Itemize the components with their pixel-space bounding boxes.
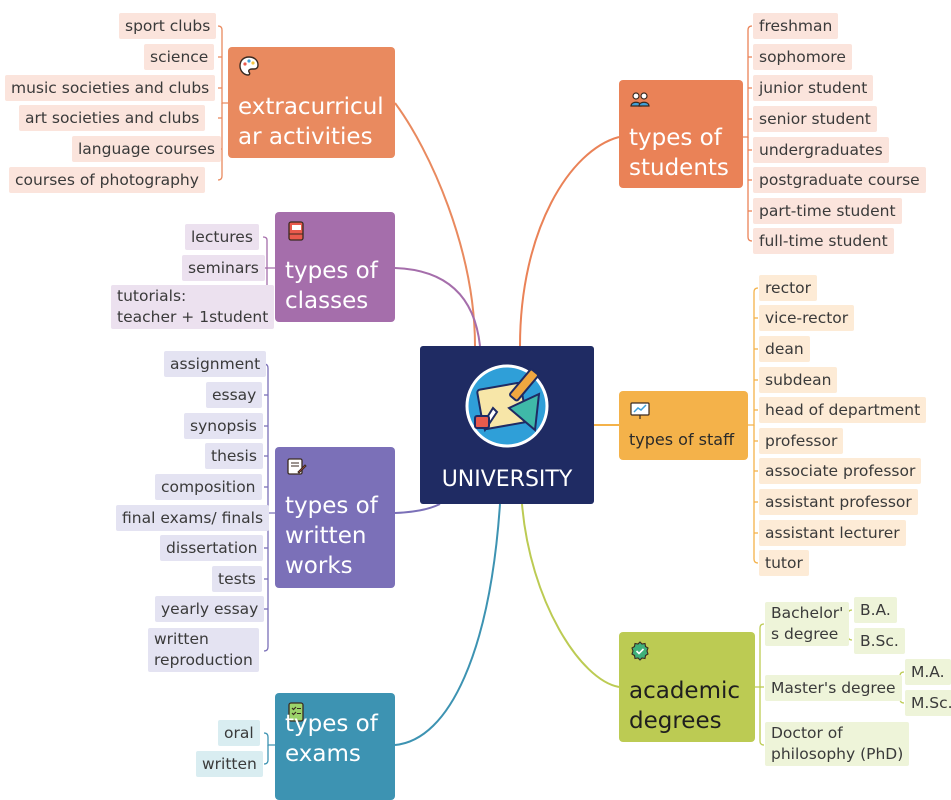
leaf-synopsis[interactable]: synopsis	[184, 413, 263, 439]
leaf-undergraduates[interactable]: undergraduates	[753, 137, 889, 163]
leaf-final-exams[interactable]: final exams/ finals	[116, 505, 270, 531]
branch-staff[interactable]: types of staff	[619, 391, 748, 460]
leaf-essay[interactable]: essay	[206, 382, 263, 408]
leaf-msc[interactable]: M.Sc.	[905, 690, 951, 716]
leaf-photography-courses[interactable]: courses of photography	[9, 167, 205, 193]
branch-exams[interactable]: types of exams	[275, 693, 395, 800]
leaf-dissertation[interactable]: dissertation	[160, 535, 264, 561]
connector-classes	[394, 267, 481, 347]
branch-title: types of classes	[285, 258, 378, 314]
connector-extracurricular	[394, 102, 476, 347]
connector-written	[394, 503, 441, 514]
connector-degrees	[521, 503, 620, 688]
leaf-seminars[interactable]: seminars	[182, 255, 265, 281]
leaf-tutorials[interactable]: tutorials: teacher + 1student	[111, 285, 275, 329]
leaf-senior-student[interactable]: senior student	[753, 106, 877, 132]
notebook-icon	[288, 221, 304, 241]
leaf-assistant-lecturer[interactable]: assistant lecturer	[759, 520, 906, 546]
leaf-junior-student[interactable]: junior student	[753, 75, 874, 101]
connector-students	[519, 136, 620, 347]
leaf-language-courses[interactable]: language courses	[72, 136, 221, 162]
branch-title: extracurricul ar activities	[238, 94, 384, 150]
leaf-ma[interactable]: M.A.	[905, 659, 951, 685]
leaf-head-of-department[interactable]: head of department	[759, 397, 927, 423]
leaf-oral[interactable]: oral	[218, 720, 260, 746]
stationery-icon	[465, 364, 549, 448]
leaf-masters-degree[interactable]: Master's degree	[765, 675, 902, 701]
branch-title: types of exams	[285, 711, 378, 767]
leaf-bsc[interactable]: B.Sc.	[854, 628, 905, 654]
presentation-icon	[630, 402, 650, 419]
leaf-tutor[interactable]: tutor	[759, 550, 809, 576]
branch-title: types of students	[629, 125, 729, 181]
leaf-ba[interactable]: B.A.	[854, 597, 897, 623]
leaf-postgraduate-course[interactable]: postgraduate course	[753, 167, 926, 193]
leaf-thesis[interactable]: thesis	[205, 443, 263, 469]
branch-students[interactable]: types of students	[619, 80, 743, 188]
leaf-sophomore[interactable]: sophomore	[753, 44, 852, 70]
leaf-composition[interactable]: composition	[155, 474, 262, 500]
branch-written-works[interactable]: types of written works	[275, 447, 395, 588]
leaf-dean[interactable]: dean	[759, 336, 810, 362]
leaf-freshman[interactable]: freshman	[753, 13, 839, 39]
branch-extracurricular[interactable]: extracurricul ar activities	[228, 47, 395, 158]
leaf-lectures[interactable]: lectures	[185, 224, 259, 250]
leaf-yearly-essay[interactable]: yearly essay	[155, 596, 265, 622]
leaf-full-time-student[interactable]: full-time student	[753, 228, 894, 254]
leaf-science[interactable]: science	[144, 44, 215, 70]
leaf-vice-rector[interactable]: vice-rector	[759, 305, 855, 331]
leaf-subdean[interactable]: subdean	[759, 367, 838, 393]
badge-check-icon	[631, 641, 649, 661]
palette-icon	[239, 56, 259, 76]
connector-exams	[394, 503, 501, 746]
leaf-assistant-professor[interactable]: assistant professor	[759, 489, 918, 515]
leaf-rector[interactable]: rector	[759, 275, 818, 301]
leaf-part-time-student[interactable]: part-time student	[753, 198, 902, 224]
central-topic[interactable]: UNIVERSITY	[420, 346, 594, 504]
branch-title: types of written works	[285, 493, 378, 579]
people-icon	[630, 92, 650, 107]
leaf-professor[interactable]: professor	[759, 428, 844, 454]
leaf-art-societies[interactable]: art societies and clubs	[19, 105, 206, 131]
leaf-written-reproduction[interactable]: written reproduction	[148, 628, 259, 672]
document-edit-icon	[287, 458, 307, 475]
branch-title: types of staff	[629, 430, 735, 449]
leaf-music-societies[interactable]: music societies and clubs	[5, 75, 216, 101]
branch-title: academic degrees	[629, 678, 741, 734]
leaf-sport-clubs[interactable]: sport clubs	[119, 13, 217, 39]
branch-classes[interactable]: types of classes	[275, 212, 395, 322]
checklist-icon	[288, 702, 304, 722]
leaf-written[interactable]: written	[196, 751, 263, 777]
leaf-assignment[interactable]: assignment	[164, 351, 267, 377]
central-topic-title: UNIVERSITY	[441, 467, 573, 492]
leaf-associate-professor[interactable]: associate professor	[759, 458, 922, 484]
branch-degrees[interactable]: academic degrees	[619, 632, 755, 742]
leaf-tests[interactable]: tests	[212, 566, 262, 592]
leaf-bachelors-degree[interactable]: Bachelor' s degree	[765, 602, 850, 646]
leaf-doctor-of-philosophy[interactable]: Doctor of philosophy (PhD)	[765, 722, 910, 766]
